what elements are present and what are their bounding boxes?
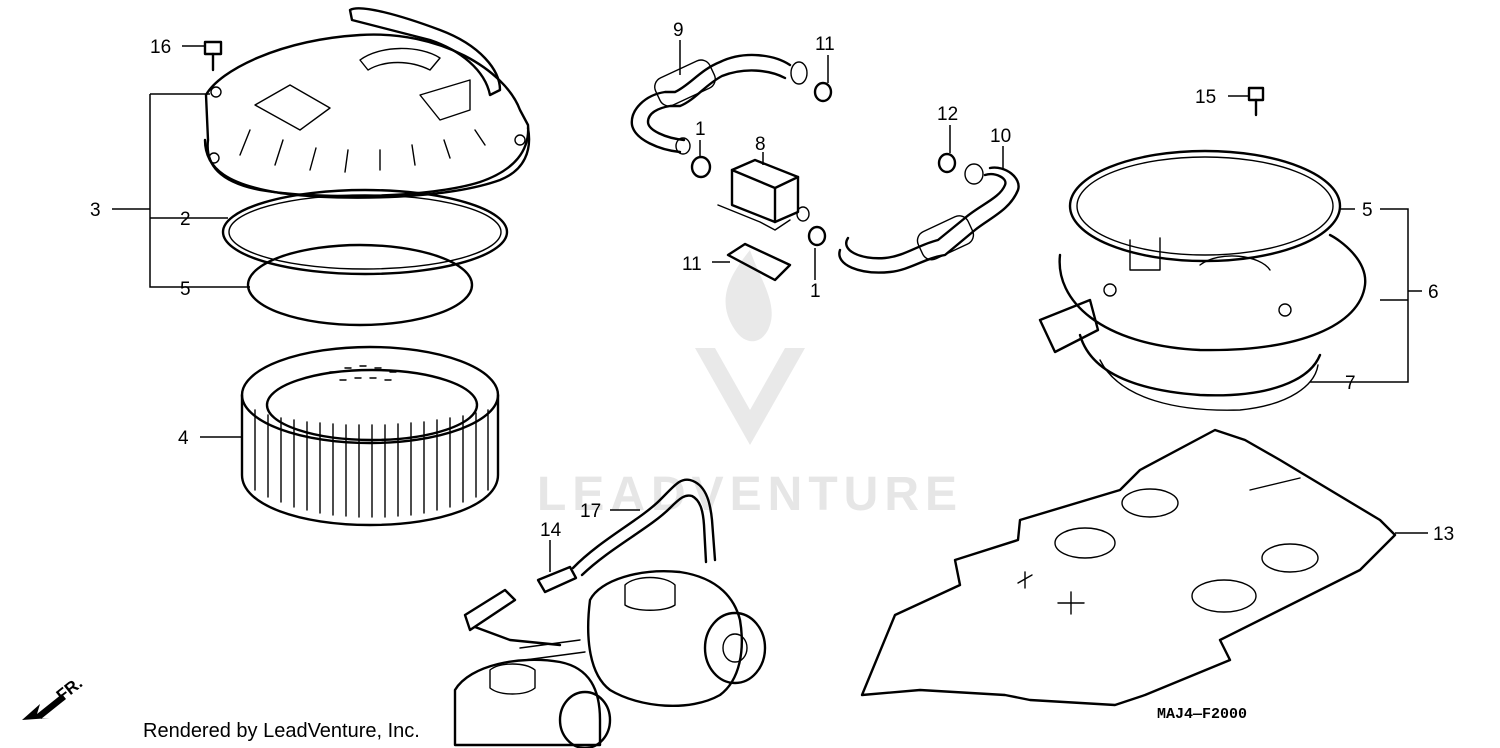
- callout-15: 15: [1195, 87, 1216, 108]
- callout-6: 6: [1428, 282, 1439, 303]
- callout-labels: 16 3 2 5 4 9 11 1 8 12 10 11 1 15 5 6 7 …: [90, 20, 1454, 545]
- callout-10: 10: [990, 126, 1011, 147]
- callout-11: 11: [682, 254, 702, 275]
- callout-14: 14: [540, 520, 562, 541]
- air-filter-element: [240, 345, 500, 527]
- leader-lines: [112, 40, 1428, 572]
- seal-ring-left: [246, 243, 474, 327]
- front-arrow-icon: [22, 694, 66, 720]
- diagram-code: MAJ4—F2000: [1157, 706, 1247, 723]
- callout-12-mid: 12: [937, 104, 958, 125]
- hose-lower: [838, 163, 1020, 274]
- bolt-right: [1247, 86, 1265, 117]
- gasket-ring: [221, 188, 509, 276]
- callout-17: 17: [580, 501, 601, 522]
- hose-upper: [630, 53, 808, 155]
- callout-5-right: 5: [1362, 200, 1373, 221]
- callout-2: 2: [180, 209, 191, 230]
- callout-3: 3: [90, 200, 101, 221]
- callout-16: 16: [150, 37, 171, 58]
- watermark-text: LEADVENTURE: [537, 468, 963, 521]
- callout-7: 7: [1345, 373, 1356, 394]
- callout-8: 8: [755, 134, 766, 155]
- callout-4: 4: [178, 428, 189, 449]
- callout-9: 9: [673, 20, 684, 41]
- callout-5-left: 5: [180, 279, 191, 300]
- watermark: LEADVENTURE: [537, 250, 963, 521]
- bolt-left: [203, 40, 223, 72]
- carburetor-assembly: [453, 570, 767, 748]
- air-cleaner-cover: [203, 7, 531, 199]
- valve-component: [717, 158, 810, 231]
- hose-clips: [690, 81, 957, 247]
- filter-pad: [726, 242, 792, 282]
- callout-12-top: 11: [815, 34, 835, 55]
- front-direction-marker: FR.: [22, 673, 86, 720]
- breather-hose: [463, 478, 717, 647]
- footer-credit: Rendered by LeadVenture, Inc.: [143, 720, 420, 742]
- callout-1-bottom: 1: [810, 281, 821, 302]
- callout-13: 13: [1433, 524, 1454, 545]
- foam-mat: [860, 428, 1397, 707]
- air-cleaner-case: [1038, 149, 1367, 411]
- callout-1-top: 1: [695, 119, 706, 140]
